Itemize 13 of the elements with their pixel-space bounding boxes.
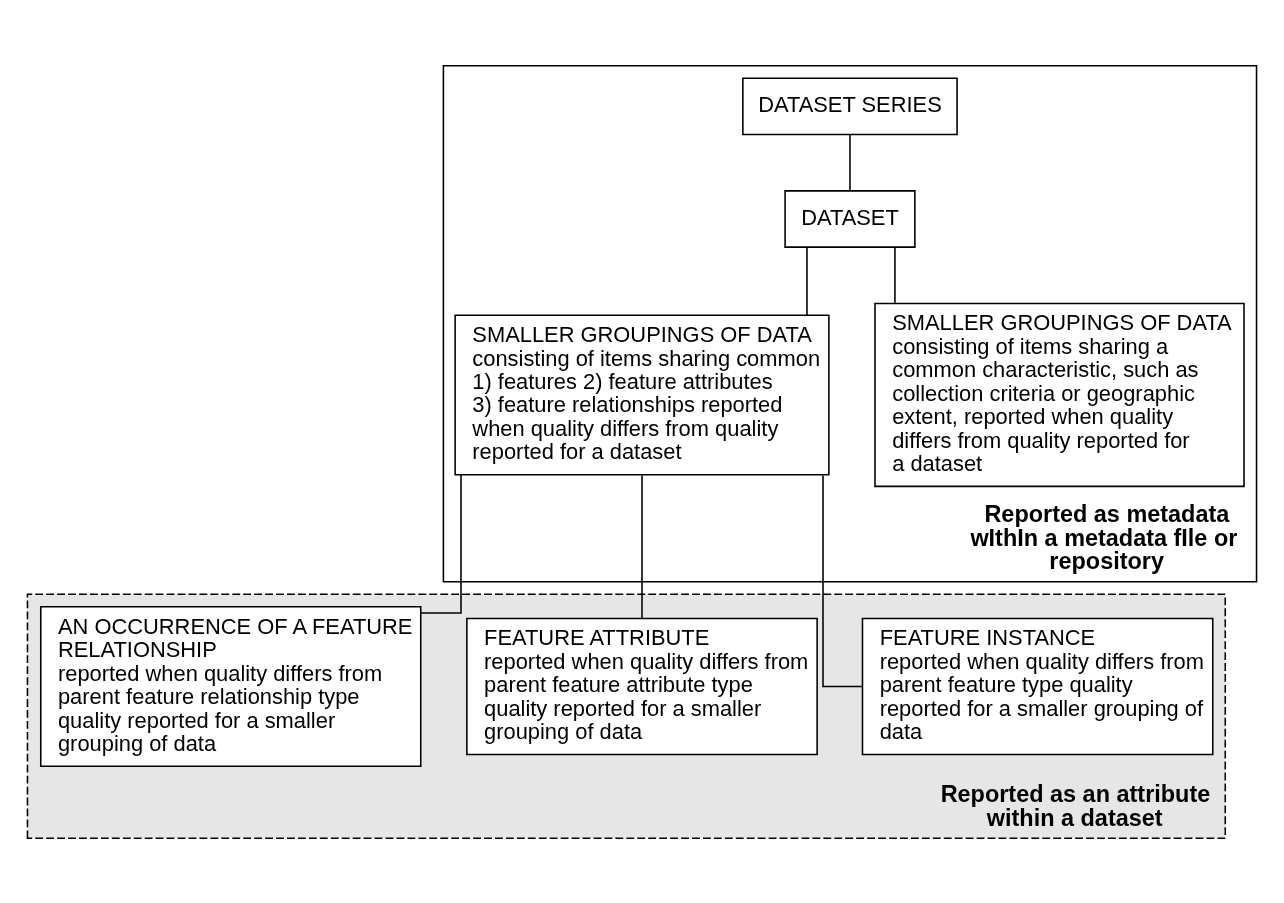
node-box: SMALLER GROUPINGS OF DATA consisting of items sharing common 1) features 2) feature attributes 3) feature relationships reported when quality differs from quality reported for a dataset — [454, 313, 830, 475]
node-box: SMALLER GROUPINGS OF DATA consisting of items sharing a common characteristic, such as collection criteria or geographic extent, reported when quality differs from quality reported for a dataset — [874, 302, 1245, 487]
connector — [420, 473, 462, 614]
connector — [849, 133, 851, 191]
connector — [822, 474, 864, 687]
node-box: AN OCCURRENCE OF A FEATURE RELATIONSHIP reported when quality differs from parent feature relationship type quality reported for a smaller grouping of data — [39, 605, 422, 767]
node-box: FEATURE INSTANCE reported when quality differs from parent feature type quality reported for a smaller grouping of data — [861, 617, 1214, 755]
connector — [894, 246, 896, 304]
connector — [641, 474, 643, 619]
node-box: FEATURE ATTRIBUTE reported when quality differs from parent feature attribute type quality reported for a smaller grouping of data — [466, 617, 818, 755]
node-box: DATASET SERIES — [742, 77, 958, 135]
connector — [806, 246, 808, 316]
node-box: DATASET — [784, 189, 916, 248]
